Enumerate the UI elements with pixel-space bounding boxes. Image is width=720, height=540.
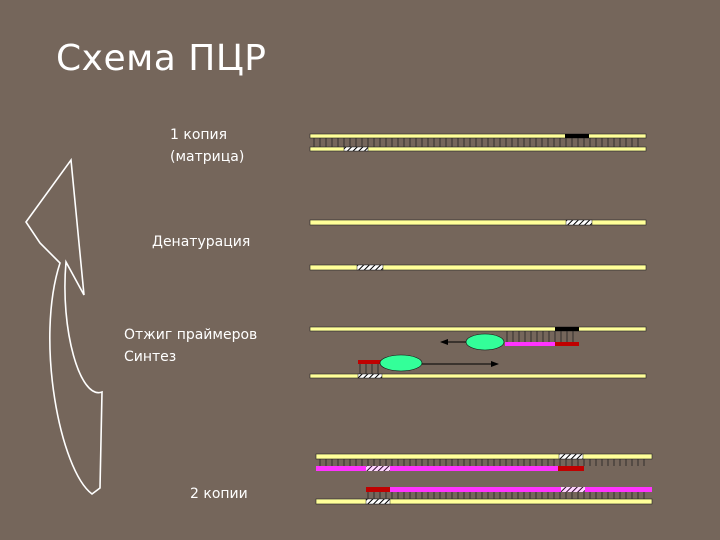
copy2-new-strand <box>390 487 652 492</box>
primer-site-bottom-hatched <box>358 374 382 378</box>
cycle-arrow-icon <box>26 160 102 494</box>
base-pair-rungs <box>360 364 378 374</box>
primer-site-bottom <box>344 147 368 151</box>
base-pair-rungs <box>368 492 644 499</box>
primer-bottom <box>358 360 382 364</box>
copy2-primer <box>366 487 390 492</box>
annealing-top-strand <box>310 327 646 331</box>
denatured-top-strand <box>310 220 646 225</box>
stage-two-copies <box>316 454 652 504</box>
primer-site-bottom-hatched <box>357 265 383 270</box>
base-pair-rungs <box>320 459 644 466</box>
copy1-template-strand <box>316 454 652 459</box>
base-pair-rungs <box>507 331 573 342</box>
polymerase-bottom <box>380 355 422 371</box>
stage-annealing-synthesis <box>310 327 646 378</box>
primer-site-top-black <box>555 327 579 331</box>
copy1-hatched-primer-site <box>366 466 390 471</box>
primer-site-top <box>565 134 589 138</box>
base-pair-rungs <box>314 138 638 147</box>
copy2-hatched-primer-site <box>366 499 390 504</box>
stage-denaturation <box>310 220 646 270</box>
template-top-strand <box>310 134 646 138</box>
polymerase-top <box>466 334 504 350</box>
primer-site-top-hatched <box>566 220 592 225</box>
copy2-hatched-site <box>561 487 585 492</box>
new-strand-top <box>505 342 555 346</box>
stage-template <box>310 134 646 151</box>
copy1-new-strand <box>316 466 558 471</box>
copy1-hatched-site <box>559 454 583 459</box>
copy1-primer <box>558 466 584 471</box>
primer-top <box>555 342 579 346</box>
